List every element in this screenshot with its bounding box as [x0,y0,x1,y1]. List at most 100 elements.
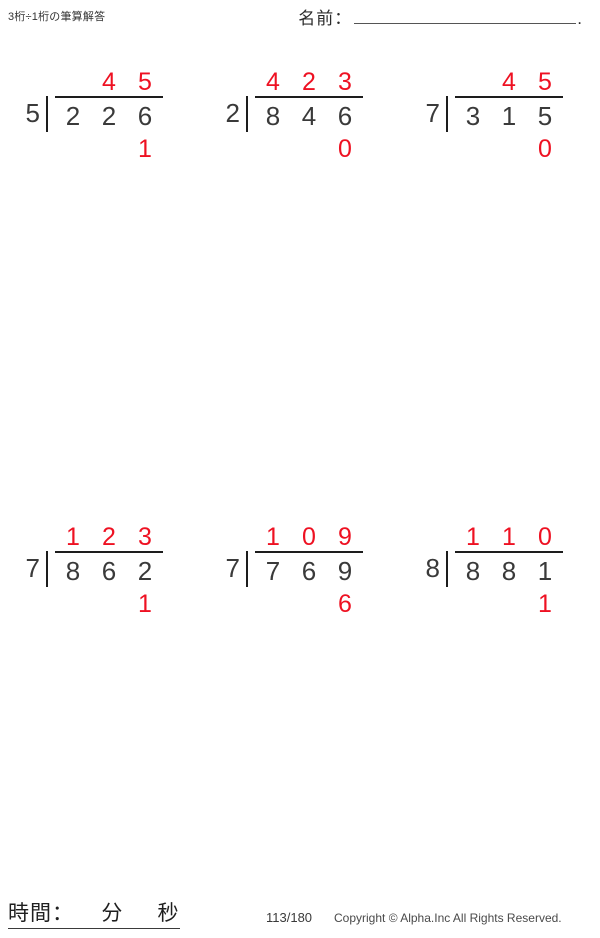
name-period: . [577,9,582,28]
dividend-digit: 8 [65,555,81,586]
dividend-digit: 6 [337,100,353,131]
division-bar-4 [55,551,163,553]
copyright-notice: Copyright © Alpha.Inc All Rights Reserve… [334,911,562,925]
dividend-digit: 3 [465,100,481,131]
quotient-digit: 3 [338,68,352,96]
problem-cell-3: 7 4 5 3 1 5 0 [400,60,600,170]
quotient-digit: 4 [266,68,280,96]
remainder-digit: 0 [538,134,552,163]
page-footer: 時間： 分 秒 113/180 Copyright © Alpha.Inc Al… [0,892,600,938]
division-bracket-1: 4 5 2 2 6 1 [46,68,163,164]
dividend-digit: 8 [265,100,281,131]
quotient-digit: 3 [138,523,152,551]
problem-cell-5: 7 1 0 9 7 6 9 6 [200,515,400,625]
long-division-1: 5 4 5 2 2 6 1 [14,68,163,164]
page-number: 113/180 [266,910,313,925]
remainder-digit: 1 [138,589,152,618]
quotient-digit: 5 [538,68,552,96]
divisor-1: 5 [25,98,40,128]
quotient-digit: 5 [138,68,152,96]
quotient-digit: 2 [102,523,116,551]
problem-row-1: 5 4 5 2 2 6 1 [0,60,600,170]
long-division-6: 8 1 1 0 8 8 1 1 [414,523,563,619]
divisor-6: 8 [425,553,440,583]
division-bar-1 [55,96,163,98]
quotient-digit: 4 [502,68,516,96]
dividend-2: 8 4 6 [255,98,363,134]
dividend-digit: 6 [301,555,317,586]
remainder-2: 0 [255,134,363,164]
time-field[interactable]: 時間： 分 秒 [8,897,180,929]
dividend-digit: 8 [501,555,517,586]
remainder-digit: 1 [138,134,152,163]
dividend-digit: 8 [465,555,481,586]
page-title: 3桁÷1桁の筆算解答 [8,11,106,23]
dividend-6: 8 8 1 [455,553,563,589]
division-bracket-3: 4 5 3 1 5 0 [446,68,563,164]
name-field-group: 名前： . [298,4,582,29]
division-bar-2 [255,96,363,98]
division-bar-3 [455,96,563,98]
problem-row-2: 7 1 2 3 8 6 2 1 [0,515,600,625]
quotient-1: 4 5 [55,68,163,96]
remainder-digit: 6 [338,589,352,618]
quotient-digit: 1 [66,523,80,551]
remainder-6: 1 [455,589,563,619]
divisor-4: 7 [25,553,40,583]
dividend-3: 3 1 5 [455,98,563,134]
dividend-digit: 9 [337,555,353,586]
name-label: 名前： [298,9,353,28]
dividend-digit: 1 [537,555,553,586]
long-division-2: 2 4 2 3 8 4 6 0 [214,68,363,164]
quotient-digit: 4 [102,68,116,96]
division-bracket-6: 1 1 0 8 8 1 1 [446,523,563,619]
dividend-digit: 4 [301,100,317,131]
name-input-line[interactable] [354,6,577,24]
quotient-6: 1 1 0 [455,523,563,551]
division-bracket-4: 1 2 3 8 6 2 1 [46,523,163,619]
quotient-digit: 0 [302,523,316,551]
quotient-5: 1 0 9 [255,523,363,551]
dividend-digit: 6 [101,555,117,586]
dividend-4: 8 6 2 [55,553,163,589]
quotient-4: 1 2 3 [55,523,163,551]
problem-cell-1: 5 4 5 2 2 6 1 [0,60,200,170]
remainder-3: 0 [455,134,563,164]
division-bracket-2: 4 2 3 8 4 6 0 [246,68,363,164]
long-division-5: 7 1 0 9 7 6 9 6 [214,523,363,619]
long-division-4: 7 1 2 3 8 6 2 1 [14,523,163,619]
remainder-1: 1 [55,134,163,164]
dividend-digit: 2 [137,555,153,586]
page-header: 3桁÷1桁の筆算解答 名前： . [0,0,600,40]
quotient-digit: 9 [338,523,352,551]
dividend-digit: 6 [137,100,153,131]
quotient-digit: 2 [302,68,316,96]
dividend-digit: 2 [65,100,81,131]
long-division-3: 7 4 5 3 1 5 0 [414,68,563,164]
quotient-digit: 0 [538,523,552,551]
dividend-digit: 2 [101,100,117,131]
quotient-3: 4 5 [455,68,563,96]
dividend-digit: 5 [537,100,553,131]
divisor-3: 7 [425,98,440,128]
division-bar-6 [455,551,563,553]
dividend-5: 7 6 9 [255,553,363,589]
divisor-2: 2 [225,98,240,128]
remainder-5: 6 [255,589,363,619]
problem-cell-2: 2 4 2 3 8 4 6 0 [200,60,400,170]
problem-cell-4: 7 1 2 3 8 6 2 1 [0,515,200,625]
division-bar-5 [255,551,363,553]
quotient-digit: 1 [502,523,516,551]
quotient-2: 4 2 3 [255,68,363,96]
division-bracket-5: 1 0 9 7 6 9 6 [246,523,363,619]
dividend-1: 2 2 6 [55,98,163,134]
problem-grid: 5 4 5 2 2 6 1 [0,60,600,625]
remainder-4: 1 [55,589,163,619]
quotient-digit: 1 [466,523,480,551]
quotient-digit: 1 [266,523,280,551]
remainder-digit: 0 [338,134,352,163]
dividend-digit: 1 [501,100,517,131]
remainder-digit: 1 [538,589,552,618]
dividend-digit: 7 [265,555,281,586]
divisor-5: 7 [225,553,240,583]
